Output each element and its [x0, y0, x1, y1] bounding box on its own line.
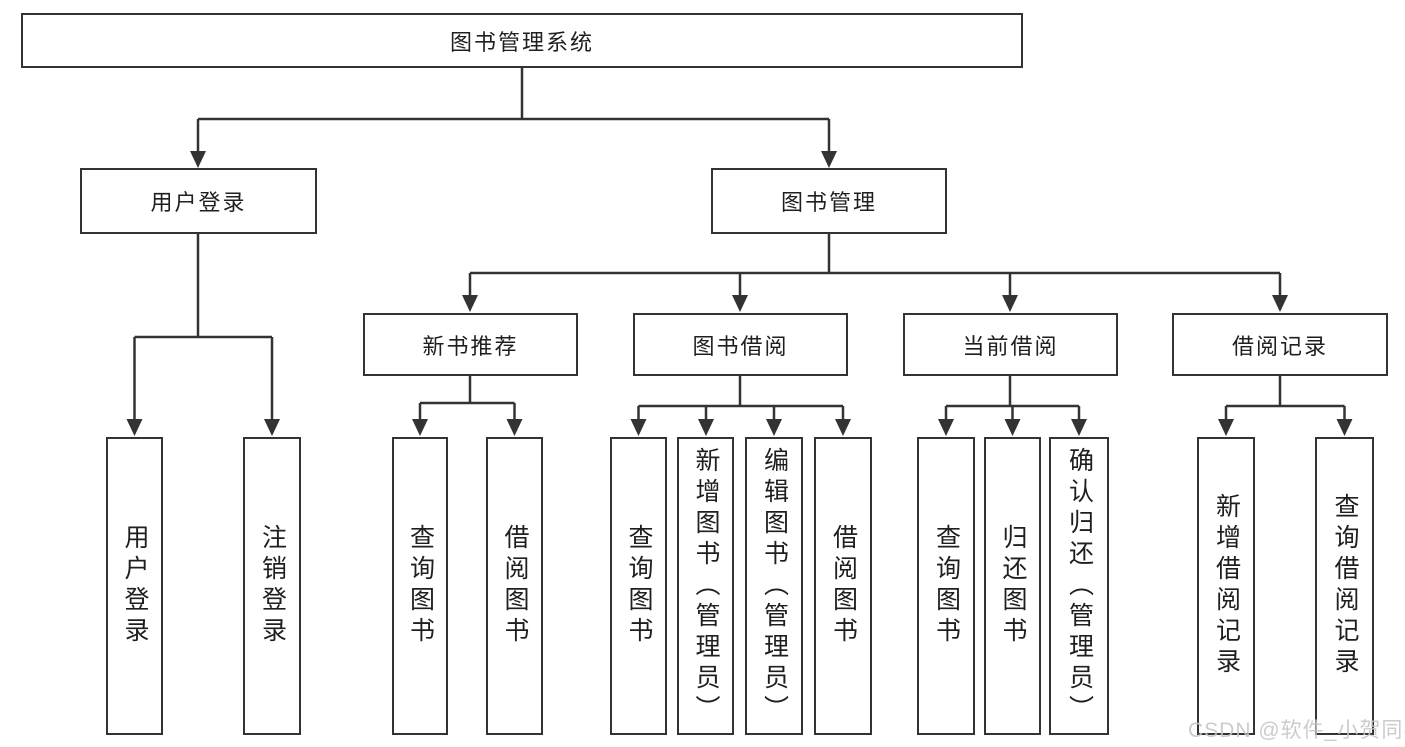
leaf-logout: 注销登录 [243, 437, 301, 735]
leaf-bb-add-book-admin: 新增图书（管理员） [677, 437, 734, 735]
node-book-borrow: 图书借阅 [633, 313, 848, 376]
node-user-login: 用户登录 [80, 168, 317, 234]
leaf-bb-borrow-book: 借阅图书 [814, 437, 872, 735]
leaf-cb-confirm-return-admin: 确认归还（管理员） [1049, 437, 1109, 735]
leaf-bb-edit-book-admin: 编辑图书（管理员） [745, 437, 803, 735]
leaf-rec-borrow-book: 借阅图书 [486, 437, 543, 735]
node-library-system: 图书管理系统 [21, 13, 1023, 68]
leaf-cb-query-book: 查询图书 [917, 437, 975, 735]
leaf-br-query-record: 查询借阅记录 [1315, 437, 1374, 735]
leaf-rec-query-book: 查询图书 [392, 437, 448, 735]
node-borrow-records: 借阅记录 [1172, 313, 1388, 376]
node-book-management: 图书管理 [711, 168, 947, 234]
node-current-borrow: 当前借阅 [903, 313, 1118, 376]
leaf-cb-return-book: 归还图书 [984, 437, 1041, 735]
arrowheads [126, 151, 1353, 436]
leaf-br-add-record: 新增借阅记录 [1197, 437, 1255, 735]
csdn-watermark: CSDN @软件_小贺同学 [1188, 719, 1405, 742]
node-new-book-recommend: 新书推荐 [363, 313, 578, 376]
leaf-bb-query-book: 查询图书 [610, 437, 667, 735]
leaf-user-login: 用户登录 [106, 437, 163, 735]
